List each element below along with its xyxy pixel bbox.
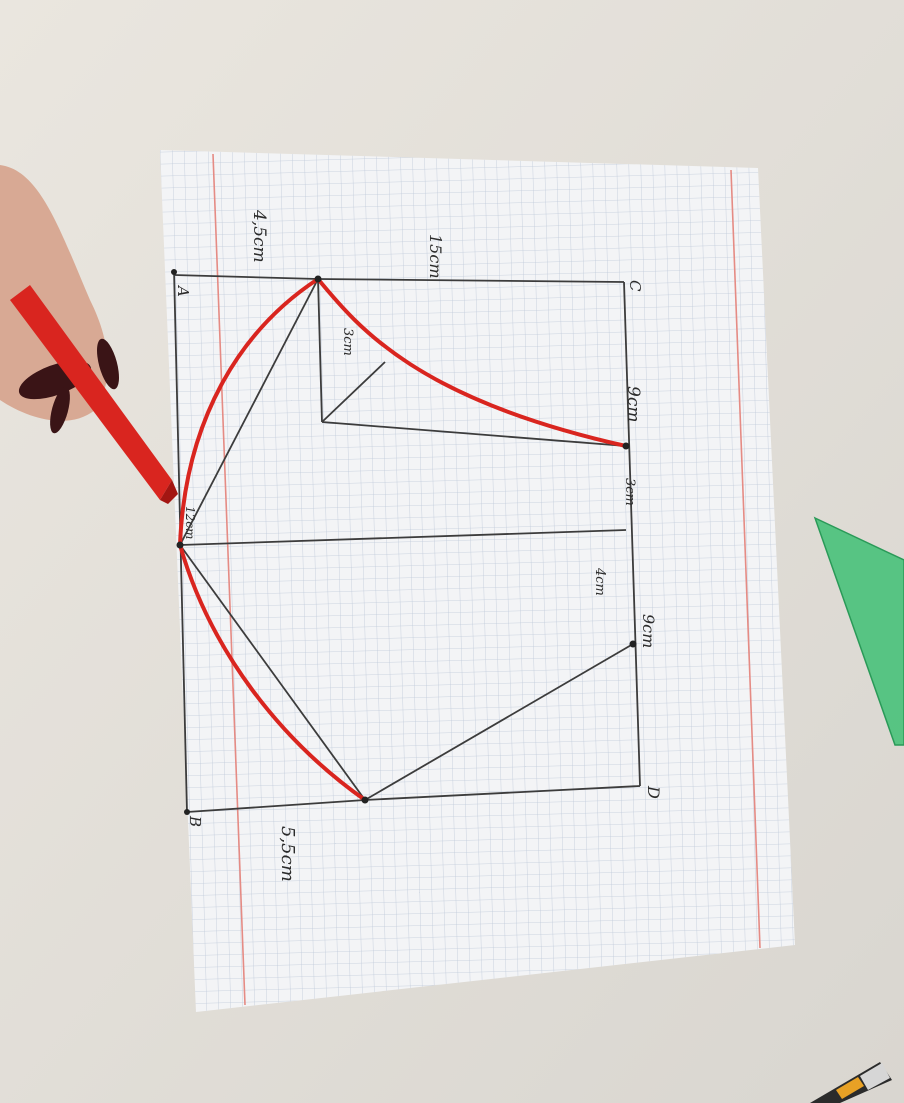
label-point-a: A xyxy=(174,284,192,297)
red-marker-curves xyxy=(178,277,628,802)
pencil-object xyxy=(810,1062,892,1103)
label-point-c: C xyxy=(626,280,644,292)
green-set-square xyxy=(813,516,904,746)
label-dim-inner: 3cm xyxy=(340,328,355,356)
label-dim-center: 12cm xyxy=(183,506,197,539)
label-point-b: B xyxy=(186,815,204,827)
label-dim-bottom: 5,5cm xyxy=(277,826,298,882)
label-dim-right-lower: 9cm xyxy=(639,614,658,648)
label-top-length: 15cm xyxy=(426,234,445,279)
label-dim-right-upper: 9cm xyxy=(623,386,643,422)
graph-paper xyxy=(160,150,795,1012)
label-dim-top-left: 4,5cm xyxy=(249,209,269,263)
hand-holding-marker xyxy=(0,165,178,504)
construction-points xyxy=(171,269,637,815)
label-dim-gap-2: 4cm xyxy=(592,567,607,596)
label-point-d: D xyxy=(644,785,663,799)
label-dim-gap-1: 3cm xyxy=(622,478,637,506)
